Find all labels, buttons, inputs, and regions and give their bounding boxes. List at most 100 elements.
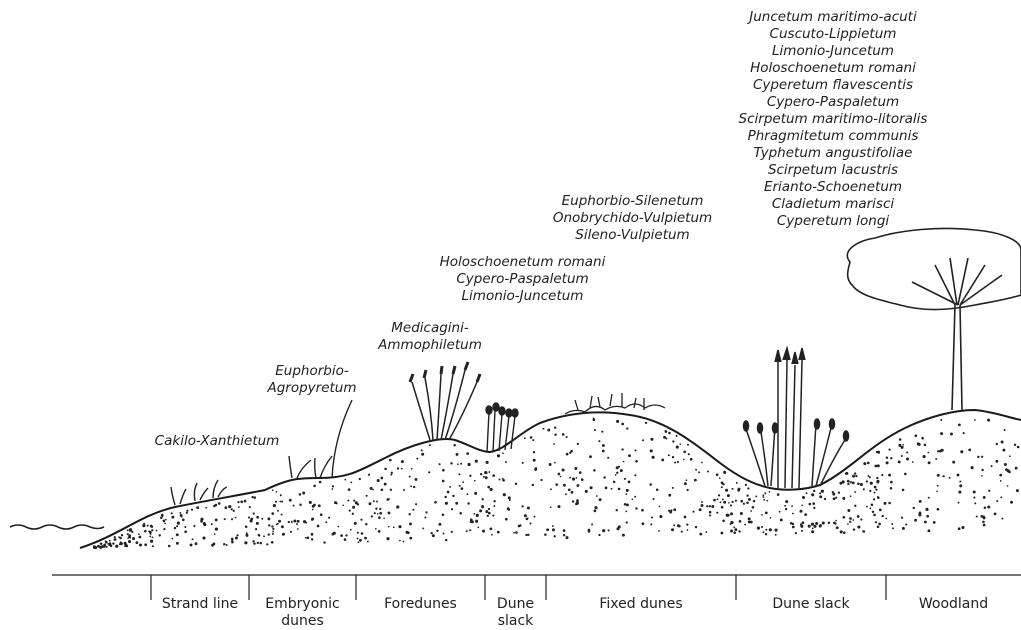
sand-dot: [250, 519, 253, 522]
sand-dot: [581, 478, 584, 481]
sand-dot: [824, 498, 826, 500]
sand-dot: [424, 516, 426, 518]
sand-dot: [190, 544, 193, 547]
sand-dot: [359, 539, 362, 542]
community-name: Typhetum angustifoliae: [718, 145, 948, 162]
sand-dot: [225, 506, 228, 509]
sand-dot: [927, 452, 929, 454]
sand-dot: [668, 494, 671, 497]
zone-name: Dune slack: [736, 596, 886, 613]
sand-dot: [323, 541, 325, 543]
sand-dot: [809, 503, 812, 506]
sand-dot: [552, 528, 555, 531]
zone-foredunes: Foredunes: [356, 596, 485, 613]
sand-dot: [624, 478, 626, 480]
sand-dot: [875, 488, 877, 490]
sand-dot: [477, 527, 479, 529]
sand-dot: [740, 500, 743, 503]
sand-dot: [226, 544, 228, 546]
sand-dot: [411, 468, 413, 470]
sand-dot: [459, 485, 461, 487]
sand-dot: [233, 510, 235, 512]
sand-dot: [735, 500, 737, 502]
zone-name: Strand line: [151, 596, 249, 613]
sand-dot: [876, 451, 878, 453]
sand-dot: [281, 525, 284, 528]
sand-dot: [152, 537, 154, 539]
sand-dot: [890, 487, 893, 490]
sand-dot: [275, 501, 277, 503]
sand-dot: [281, 514, 283, 516]
fixed-dune-vegetation: [565, 393, 665, 414]
strand-line-plants: [171, 480, 227, 505]
sand-dot: [886, 461, 889, 464]
sand-dot: [152, 545, 154, 547]
sand-dot: [733, 531, 736, 534]
sand-dot: [469, 529, 471, 531]
sand-dot: [901, 455, 903, 457]
sand-dot: [554, 433, 556, 435]
sand-dot: [139, 543, 142, 546]
sand-dot: [874, 465, 877, 468]
sand-dot: [585, 490, 588, 493]
sand-dot: [368, 474, 370, 476]
sand-dot: [237, 501, 239, 503]
sand-dot: [658, 530, 660, 532]
sand-dot: [271, 525, 273, 527]
sand-dot: [863, 462, 866, 465]
zone-strand-line: Strand line: [151, 596, 249, 613]
sand-dot: [918, 513, 921, 516]
sand-dot: [293, 520, 296, 523]
sand-dot: [445, 539, 447, 541]
sand-dot: [508, 496, 511, 499]
sand-dot: [840, 531, 842, 533]
sand-dot: [721, 486, 723, 488]
community-name: Scirpetum lacustris: [718, 162, 948, 179]
sand-dot: [131, 531, 133, 533]
sand-dot: [486, 472, 488, 474]
sand-dot: [279, 501, 281, 503]
sand-dot: [452, 495, 454, 497]
sand-dot: [843, 531, 846, 534]
sand-dot: [550, 506, 552, 508]
sand-dot: [184, 530, 187, 533]
sand-dot: [982, 521, 985, 524]
sand-dot: [378, 530, 381, 533]
sand-dot: [120, 541, 122, 543]
sand-dot: [885, 518, 887, 520]
sand-dot: [543, 428, 545, 430]
sand-dot: [289, 499, 292, 502]
sand-dot: [775, 534, 777, 536]
sand-dot: [277, 510, 279, 512]
sand-dot: [467, 502, 469, 504]
sand-dot: [215, 518, 218, 521]
sand-dot: [608, 529, 610, 531]
sand-dot: [332, 533, 335, 536]
sand-dot: [625, 511, 627, 513]
label-dune-slack-2-communities: Juncetum maritimo-acuti Cuscuto-Lippietu…: [718, 9, 948, 230]
sand-dot: [762, 531, 764, 533]
sand-dot: [806, 492, 808, 494]
sand-dot: [599, 498, 602, 501]
sand-dot: [709, 511, 712, 514]
sand-dot: [659, 506, 661, 508]
sand-dot: [439, 463, 441, 465]
sand-dot: [884, 502, 887, 505]
sand-dot: [748, 498, 751, 501]
sand-dot: [193, 525, 195, 527]
sand-dot: [524, 437, 526, 439]
sand-dot: [415, 503, 417, 505]
sand-dot: [596, 495, 598, 497]
embryonic-dune-grass: [289, 400, 352, 478]
sand-dot: [115, 545, 118, 548]
sand-dot: [499, 479, 501, 481]
sand-dot: [676, 435, 678, 437]
sand-dot: [200, 518, 203, 521]
sand-dot: [775, 529, 778, 532]
sand-dot: [366, 495, 368, 497]
sand-dot: [857, 483, 860, 486]
sand-dot: [223, 543, 225, 545]
sand-dot: [602, 450, 605, 453]
sand-dot: [852, 519, 854, 521]
sand-dot: [345, 534, 347, 536]
